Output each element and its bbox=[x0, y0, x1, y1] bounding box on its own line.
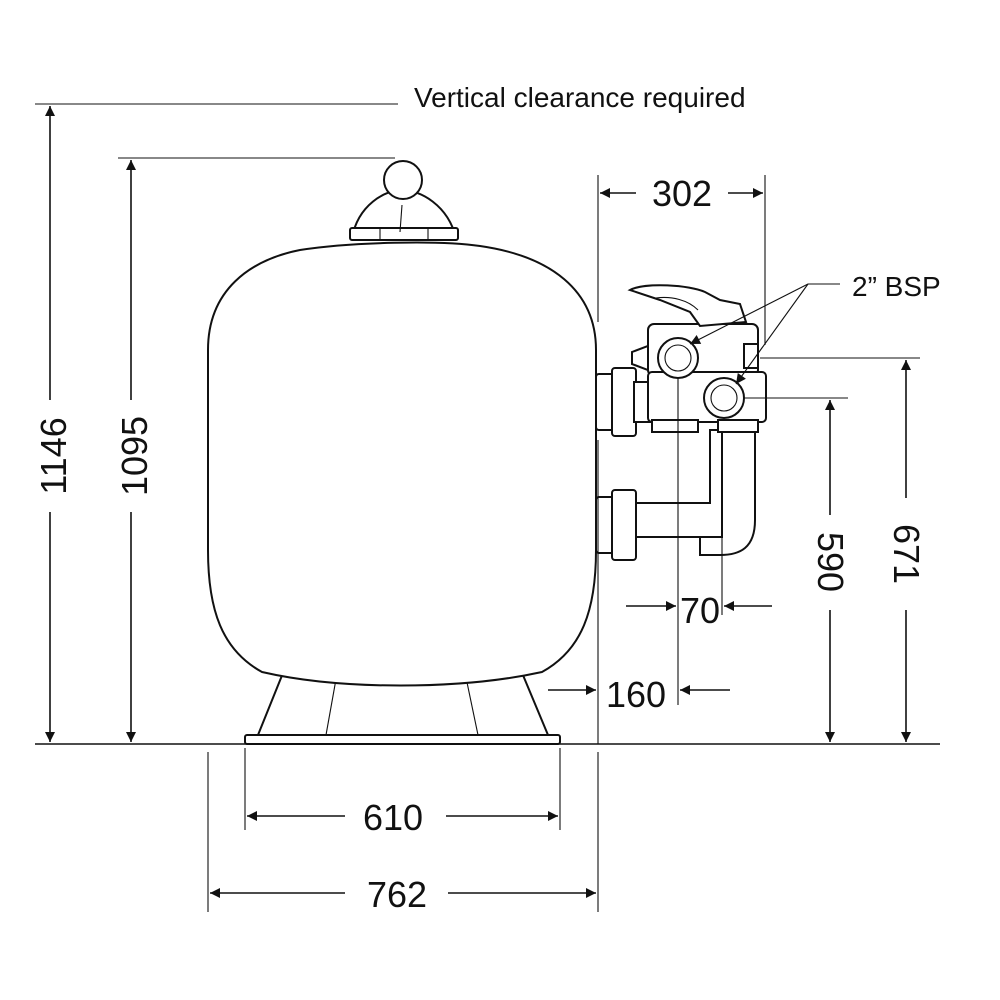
bsp-port-lower bbox=[703, 377, 745, 419]
tank-body bbox=[207, 241, 597, 687]
tank-lid-knob bbox=[383, 160, 423, 200]
dim-610-label: 610 bbox=[363, 797, 423, 838]
dim-70-label: 70 bbox=[680, 590, 720, 631]
valve-handle bbox=[627, 284, 748, 328]
dim-762-label: 762 bbox=[367, 874, 427, 915]
bsp-port-upper bbox=[657, 337, 699, 379]
dim-1146-label: 1146 bbox=[33, 417, 74, 494]
filter-tank bbox=[207, 160, 597, 745]
dim-1095-label: 1095 bbox=[114, 416, 155, 496]
side-ports bbox=[595, 367, 756, 561]
dim-302-label: 302 bbox=[652, 173, 712, 214]
dim-671-label: 671 bbox=[886, 524, 927, 584]
dimension-lines bbox=[35, 103, 940, 912]
multiport-valve bbox=[627, 284, 767, 433]
bsp-label: 2” BSP bbox=[852, 271, 941, 302]
dimension-labels: Vertical clearance required 2” BSP 302 1… bbox=[33, 82, 941, 915]
dim-590-label: 590 bbox=[810, 532, 851, 592]
dim-160-label: 160 bbox=[606, 674, 666, 715]
tank-base-plate bbox=[244, 734, 561, 745]
vertical-clearance-label: Vertical clearance required bbox=[414, 82, 746, 113]
